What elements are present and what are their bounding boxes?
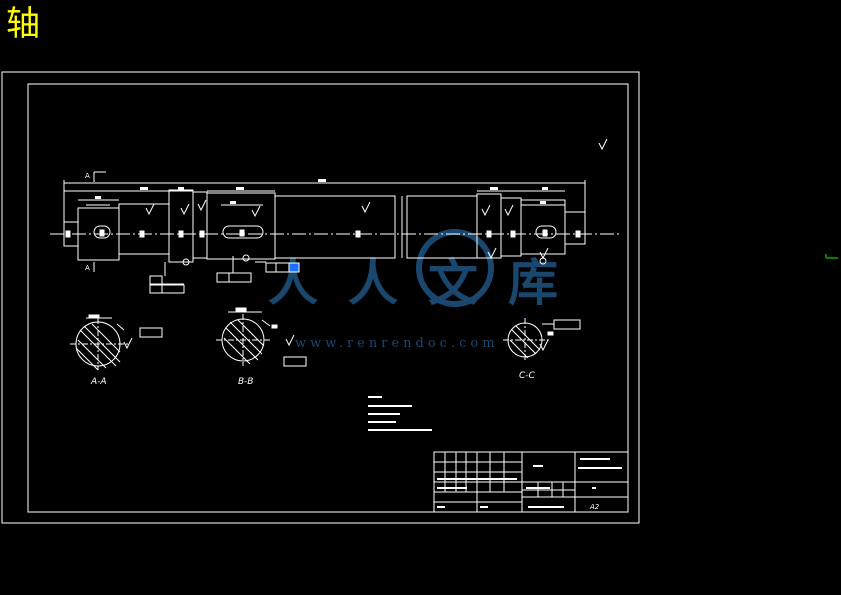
drawing-title: 轴: [6, 4, 40, 44]
watermark-text: 人人文库: [268, 254, 558, 312]
section-bb-label: B-B: [238, 377, 253, 387]
title-block-text-marks: [437, 458, 622, 508]
surface-roughness-marks: [145, 138, 608, 260]
section-cc-view: [503, 318, 581, 362]
dimension-text-marks: [95, 179, 548, 204]
green-marker: [825, 254, 838, 259]
section-aa-view: [70, 314, 163, 371]
shaft-main-view: [63, 189, 586, 263]
technical-requirements: [368, 396, 432, 431]
section-cc-label: C-C: [519, 371, 536, 381]
watermark-url: www.renrendoc.com: [295, 336, 499, 351]
section-a-bottom: A: [85, 264, 90, 272]
title-block: [433, 451, 629, 513]
section-a-top: A: [85, 172, 90, 180]
outer-sheet-border: [1, 71, 640, 524]
inner-frame-border: [27, 83, 629, 513]
dimension-lines: [63, 171, 586, 272]
section-aa-label: A-A: [90, 377, 107, 387]
tolerance-frames: [149, 254, 547, 294]
section-bb-view: [216, 307, 307, 367]
scale-note: A2: [589, 503, 600, 511]
